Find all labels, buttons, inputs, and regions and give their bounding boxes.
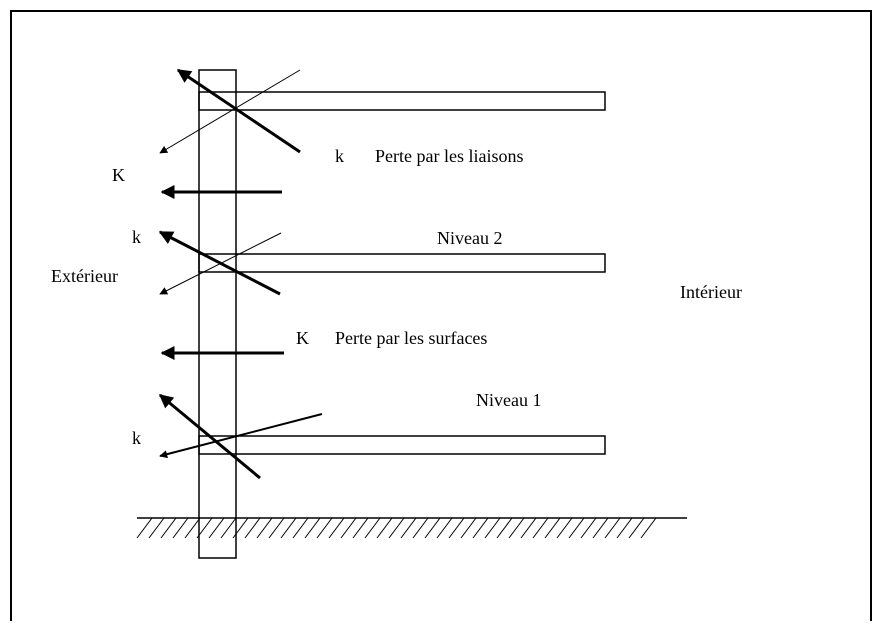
label-exterieur: Extérieur [51, 266, 118, 286]
ground-hatch-stroke [340, 517, 357, 539]
ground-hatch-stroke [172, 517, 189, 539]
label-interieur: Intérieur [680, 282, 742, 302]
ground-hatch-stroke [544, 517, 561, 539]
ground-hatch-stroke [448, 517, 465, 539]
junction-loss-arrow-lower-thick [158, 393, 261, 480]
ground-hatch-stroke [256, 517, 273, 539]
junction-loss-arrow-middle-thick [158, 230, 281, 296]
floor-slab-level-2 [198, 253, 606, 273]
ground-hatch-stroke [628, 517, 645, 539]
ground-hatch-stroke [244, 517, 261, 539]
label-niveau-1: Niveau 1 [476, 390, 541, 410]
junction-loss-arrow-top-thin [159, 69, 301, 154]
ground-hatch-stroke [424, 517, 441, 539]
label-k-lower: k [132, 428, 141, 448]
ground-hatch-stroke [460, 517, 477, 539]
ground-hatch-stroke [352, 517, 369, 539]
ground-hatch-stroke [400, 517, 417, 539]
ground-hatch-stroke [580, 517, 597, 539]
ground-hatch-stroke [520, 517, 537, 539]
ground-hatch-stroke [436, 517, 453, 539]
ground-hatch-stroke [640, 517, 657, 539]
label-perte-liaisons: Perte par les liaisons [375, 146, 523, 166]
junction-loss-arrow-middle-thin [159, 232, 282, 295]
ground-hatch-stroke [268, 517, 285, 539]
ground-hatch-stroke [496, 517, 513, 539]
diagram-frame [10, 10, 872, 626]
ground-hatch-stroke [304, 517, 321, 539]
label-k-middle: k [132, 227, 141, 247]
ground-hatching [136, 517, 657, 539]
junction-loss-arrow-lower-thin [159, 413, 323, 459]
ground-hatch-stroke [484, 517, 501, 539]
junction-loss-arrow-top-thick [176, 68, 301, 154]
ground-hatch-stroke [280, 517, 297, 539]
ground-hatch-stroke [616, 517, 633, 539]
floor-slab-level-1 [198, 435, 606, 455]
label-K-surfaces: K [296, 328, 309, 348]
ground-hatch-stroke [604, 517, 621, 539]
ground-hatch-stroke [556, 517, 573, 539]
ground-hatch-stroke [220, 517, 237, 539]
ground-hatch-stroke [148, 517, 165, 539]
ground-hatch-stroke [208, 517, 225, 539]
ground-hatch-stroke [592, 517, 609, 539]
ground-hatch-stroke [328, 517, 345, 539]
ground-hatch-stroke [508, 517, 525, 539]
ground-hatch-stroke [472, 517, 489, 539]
ground-hatch-stroke [136, 517, 153, 539]
exterior-wall [198, 69, 237, 559]
ground-hatch-stroke [532, 517, 549, 539]
label-K-upper: K [112, 165, 125, 185]
ground-hatch-stroke [388, 517, 405, 539]
label-niveau-2: Niveau 2 [437, 228, 502, 248]
floor-slab-top [198, 91, 606, 111]
ground-hatch-stroke [160, 517, 177, 539]
label-perte-surfaces: Perte par les surfaces [335, 328, 487, 348]
ground-hatch-stroke [316, 517, 333, 539]
ground-hatch-stroke [376, 517, 393, 539]
ground-hatch-stroke [184, 517, 201, 539]
ground-hatch-stroke [568, 517, 585, 539]
label-k-liaisons: k [335, 146, 344, 166]
ground-hatch-stroke [364, 517, 381, 539]
ground-hatch-stroke [412, 517, 429, 539]
ground-hatch-stroke [292, 517, 309, 539]
